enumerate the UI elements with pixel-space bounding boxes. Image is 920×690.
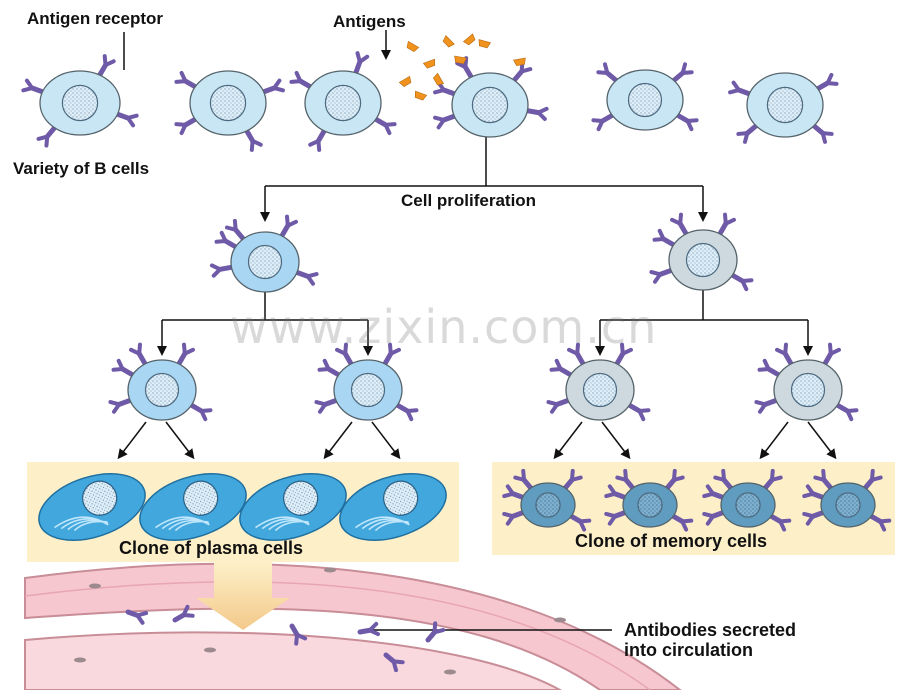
antigen bbox=[462, 33, 476, 46]
plasma-clone-label: Clone of plasma cells bbox=[119, 538, 304, 558]
antibody bbox=[125, 609, 149, 625]
activated-b-cell bbox=[314, 342, 419, 422]
antigen bbox=[398, 75, 412, 87]
memory-clone-label: Clone of memory cells bbox=[575, 531, 768, 551]
memory-cell bbox=[604, 468, 694, 532]
plasma-cell bbox=[139, 473, 247, 541]
antigen bbox=[422, 58, 436, 69]
plasma-cell bbox=[339, 473, 447, 541]
variety-of-b-cells-label: Variety of B cells bbox=[13, 159, 150, 178]
memory-cell bbox=[702, 468, 792, 532]
antibodies-label-line1: Antibodies secreted bbox=[624, 620, 797, 640]
antigen bbox=[442, 35, 455, 48]
antigen-receptor-label: Antigen receptor bbox=[27, 9, 164, 28]
plasma-cell bbox=[38, 473, 146, 541]
antigen bbox=[478, 39, 492, 49]
b-cell bbox=[21, 54, 139, 148]
memory-precursor-cell bbox=[546, 342, 651, 422]
b-cell bbox=[591, 62, 699, 132]
memory-precursor-cell bbox=[649, 212, 754, 292]
antibodies-label-line2: into circulation bbox=[624, 640, 754, 660]
cell-layer bbox=[21, 33, 892, 673]
antigen bbox=[513, 57, 526, 66]
watermark: www.zixin.com.cn bbox=[230, 300, 658, 354]
antibody bbox=[357, 621, 381, 637]
antibody bbox=[425, 621, 446, 643]
antibody bbox=[289, 623, 308, 646]
activated-b-cell bbox=[209, 214, 319, 293]
antibody bbox=[172, 604, 195, 623]
antigen bbox=[414, 90, 428, 101]
antigen bbox=[406, 40, 420, 52]
antibody bbox=[383, 652, 405, 673]
activated-b-cell bbox=[108, 342, 213, 422]
plasma-cell bbox=[239, 473, 347, 541]
antigen bbox=[433, 72, 445, 86]
memory-precursor-cell bbox=[754, 342, 859, 422]
b-cell bbox=[289, 51, 397, 152]
connector-lines bbox=[117, 30, 837, 631]
memory-cell bbox=[502, 468, 592, 532]
blood-vessel bbox=[24, 562, 682, 690]
antigen bbox=[454, 55, 467, 64]
b-cell bbox=[728, 72, 839, 144]
b-cell bbox=[174, 70, 285, 152]
memory-cell bbox=[802, 468, 892, 532]
antigens-label: Antigens bbox=[333, 12, 406, 31]
b-cell bbox=[433, 56, 549, 138]
cell-proliferation-label: Cell proliferation bbox=[401, 191, 537, 210]
